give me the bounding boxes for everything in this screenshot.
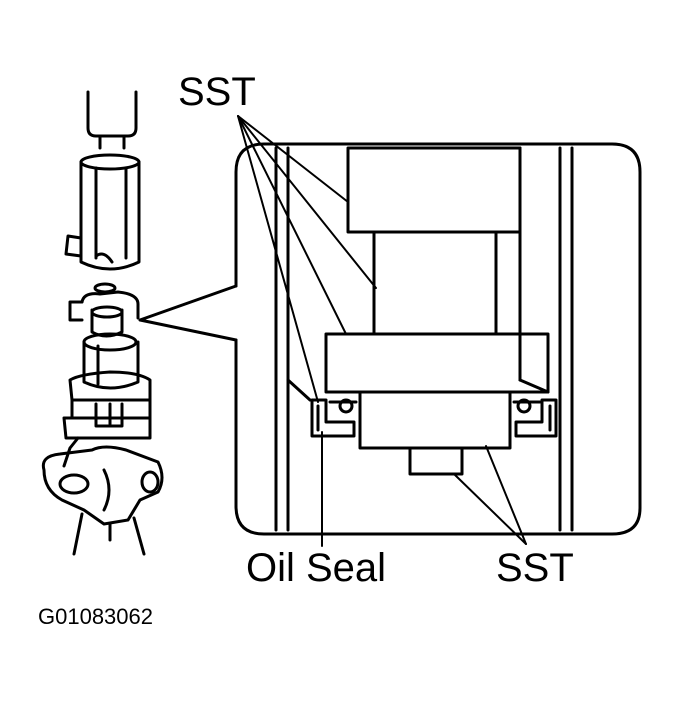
knuckle-body [41, 445, 164, 556]
sst-upper-block [346, 146, 522, 234]
sst-label-top: SST [178, 70, 256, 114]
oil-seal-right [512, 398, 558, 438]
detail-frame [234, 142, 642, 536]
detail-view [234, 115, 642, 547]
callout-pointer [138, 284, 238, 342]
oil-seal-label: Oil Seal [246, 546, 387, 590]
sst-lower-pilot [408, 446, 464, 476]
overview-assembly [41, 90, 238, 556]
housing-upper [82, 305, 140, 390]
sst-sleeve [64, 153, 141, 271]
housing-walls [274, 146, 574, 532]
sst-shaft-upper [86, 90, 138, 138]
figure-id: G01083062 [38, 604, 153, 629]
sst-lower-press [358, 390, 512, 450]
sst-label-bottom: SST [496, 546, 574, 590]
oil-seal-left [310, 398, 358, 438]
leader-lines [237, 115, 527, 547]
housing-lower [62, 370, 152, 468]
sst-lower-block [324, 332, 550, 394]
